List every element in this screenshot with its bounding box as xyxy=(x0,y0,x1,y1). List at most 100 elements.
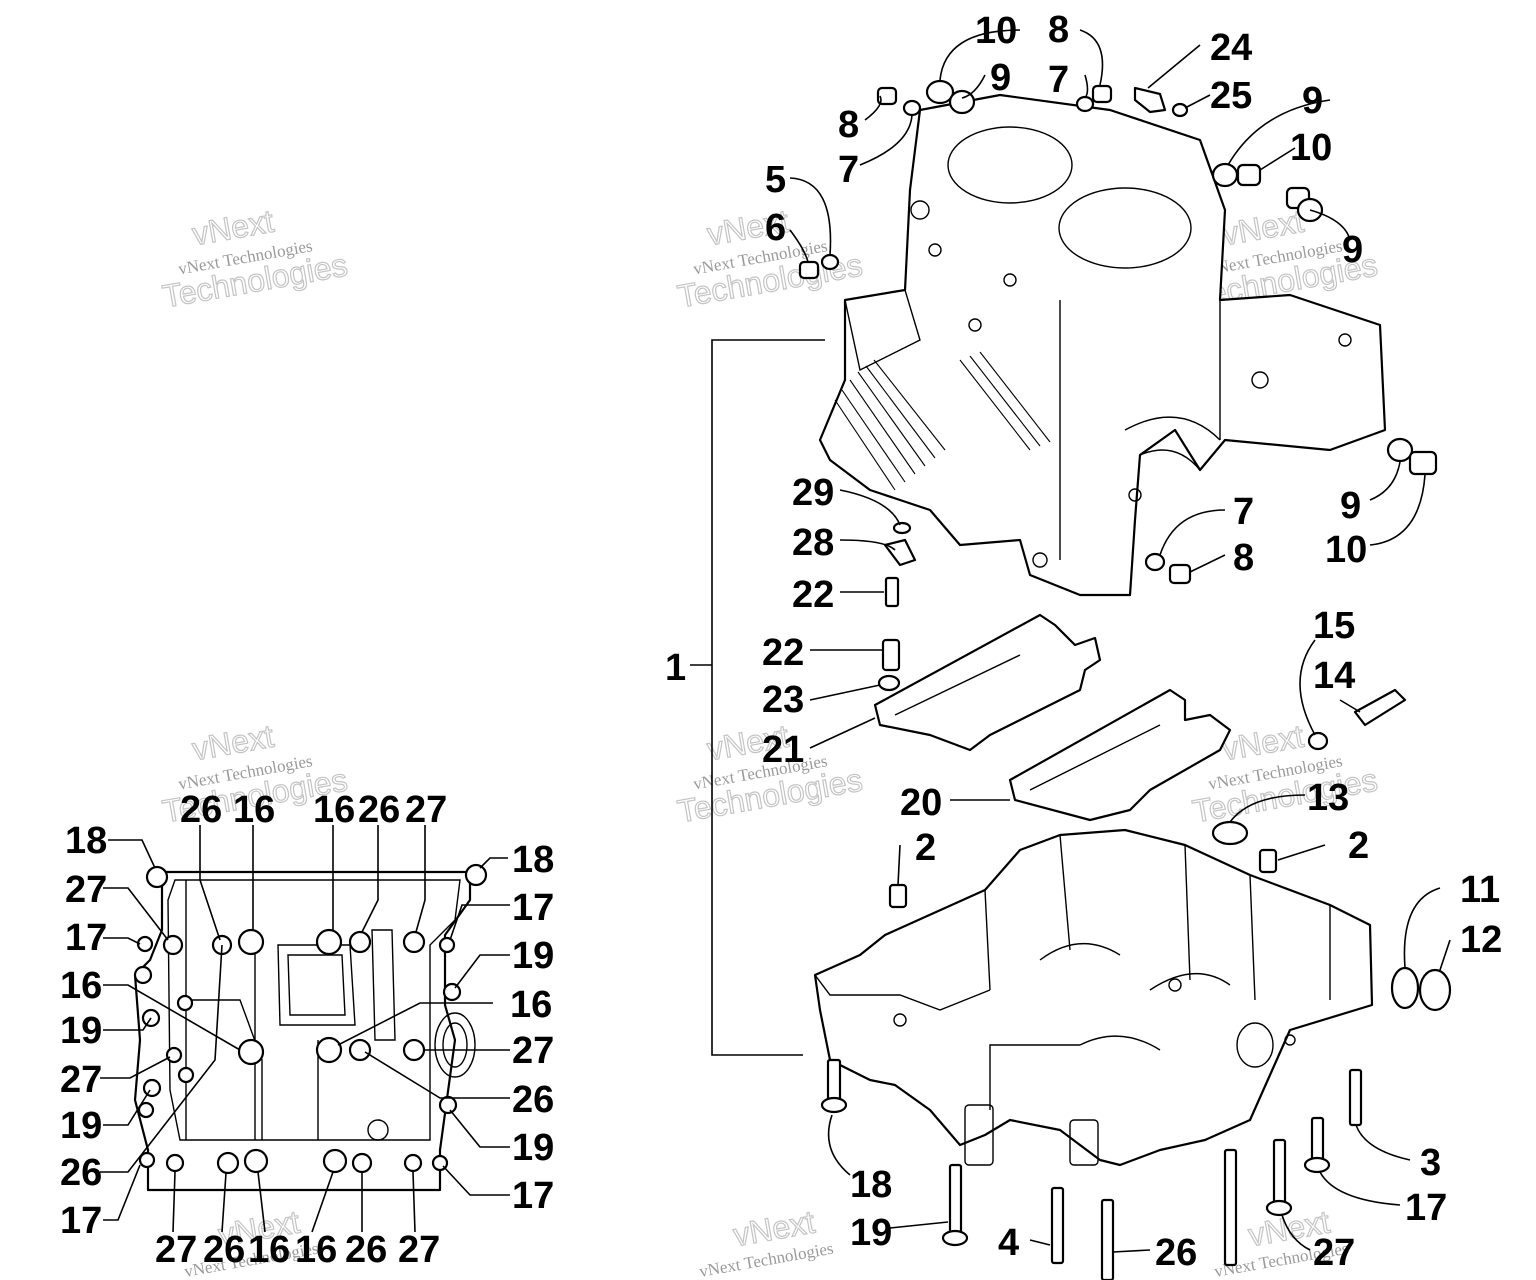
callout-11: 11 xyxy=(1460,869,1500,911)
callout-27: 27 xyxy=(155,1229,197,1271)
clamp-28 xyxy=(883,538,917,567)
callout-5: 5 xyxy=(765,159,786,201)
callout-26: 26 xyxy=(1155,1232,1197,1274)
callout-8: 8 xyxy=(1233,537,1254,579)
fitting-24 xyxy=(1133,86,1167,114)
bolt-22-lower xyxy=(881,638,901,672)
callout-10: 10 xyxy=(1325,529,1367,571)
plug-10-right xyxy=(1236,163,1262,187)
callout-18: 18 xyxy=(850,1164,892,1206)
callout-4: 4 xyxy=(998,1222,1019,1264)
callout-14: 14 xyxy=(1313,655,1355,697)
dowel-2-right xyxy=(1258,848,1278,874)
washer-29 xyxy=(892,521,912,535)
assembly-1-bracket xyxy=(711,339,825,1056)
callout-21: 21 xyxy=(762,729,804,771)
plug-8-top-right xyxy=(1091,84,1113,104)
callout-1: 1 xyxy=(665,647,686,689)
callout-27: 27 xyxy=(512,1030,554,1072)
callout-8: 8 xyxy=(1048,9,1069,51)
callout-labels: 1 2 2 3 4 5 6 7 7 7 8 8 8 9 9 9 9 10 10 … xyxy=(60,9,1502,1274)
watermark-top-center: vNext vNext Technologies Technologies xyxy=(674,202,865,315)
callout-16: 16 xyxy=(233,789,275,831)
washer-9-right xyxy=(1211,162,1239,188)
callout-10: 10 xyxy=(1290,127,1332,169)
callout-9: 9 xyxy=(1340,485,1361,527)
lower-crankcase xyxy=(813,828,1374,1167)
callout-16: 16 xyxy=(510,984,552,1026)
callout-16: 16 xyxy=(60,965,102,1007)
callout-17: 17 xyxy=(60,1200,102,1242)
bolt-19 xyxy=(948,1163,963,1242)
plug-10-side xyxy=(1408,450,1438,476)
washer-7-top xyxy=(902,99,922,117)
bottom-view-leader-lines xyxy=(100,825,510,1233)
callout-27: 27 xyxy=(398,1229,440,1271)
upper-crankcase-cooling-fins xyxy=(834,351,1051,491)
callout-22: 22 xyxy=(762,632,804,674)
bolt-17-head xyxy=(1303,1156,1331,1174)
plug-10-top xyxy=(925,79,955,105)
washer-25 xyxy=(1171,102,1189,118)
callout-16: 16 xyxy=(248,1229,290,1271)
callout-26: 26 xyxy=(60,1152,102,1194)
oil-baffle-plate-20 xyxy=(1008,688,1232,822)
callout-27: 27 xyxy=(65,869,107,911)
plug-12 xyxy=(1418,968,1452,1012)
dowel-2-left xyxy=(888,883,908,909)
callout-26: 26 xyxy=(203,1229,245,1271)
callout-18: 18 xyxy=(65,820,107,862)
washer-23 xyxy=(877,674,901,692)
callout-9: 9 xyxy=(1342,229,1363,271)
callout-26: 26 xyxy=(180,789,222,831)
callout-7: 7 xyxy=(838,149,859,191)
bolt-18-head xyxy=(820,1096,848,1114)
callout-26: 26 xyxy=(358,789,400,831)
bottom-view-bolt-bosses xyxy=(133,863,488,1175)
callout-7: 7 xyxy=(1048,59,1069,101)
callout-10: 10 xyxy=(975,10,1017,52)
callout-9: 9 xyxy=(990,57,1011,99)
callout-17: 17 xyxy=(512,1175,554,1217)
callout-18: 18 xyxy=(512,839,554,881)
leader-lines xyxy=(789,29,1451,1253)
upper-crankcase xyxy=(818,93,1387,597)
bolt-27 xyxy=(1272,1138,1287,1212)
watermark-bottom-center: vNext vNext Technologies xyxy=(698,1203,835,1280)
callout-25: 25 xyxy=(1210,75,1252,117)
washer-11 xyxy=(1390,966,1420,1010)
bolt-6 xyxy=(798,260,820,280)
callout-26: 26 xyxy=(512,1079,554,1121)
callout-19: 19 xyxy=(512,935,554,977)
washer-7-top-right xyxy=(1075,95,1095,113)
bolt-27-long xyxy=(1223,1148,1238,1267)
callout-2: 2 xyxy=(1348,825,1369,867)
plug-8-top xyxy=(876,86,898,106)
callout-28: 28 xyxy=(792,522,834,564)
callout-2: 2 xyxy=(915,827,936,869)
callout-20: 20 xyxy=(900,782,942,824)
callout-15: 15 xyxy=(1313,605,1355,647)
callout-13: 13 xyxy=(1307,777,1349,819)
stud-26 xyxy=(1100,1198,1115,1280)
callout-24: 24 xyxy=(1210,27,1252,69)
callout-17: 17 xyxy=(65,917,107,959)
o-ring-13 xyxy=(1211,820,1249,846)
stud-4 xyxy=(1050,1186,1065,1265)
callout-6: 6 xyxy=(765,207,786,249)
callout-26: 26 xyxy=(345,1229,387,1271)
plug-8-bottom xyxy=(1168,563,1192,585)
bolt-27-head xyxy=(1265,1199,1293,1217)
callout-19: 19 xyxy=(850,1212,892,1254)
fitting-14 xyxy=(1353,688,1407,727)
bolt-22-upper xyxy=(884,576,900,608)
callout-19: 19 xyxy=(512,1127,554,1169)
crankcase-bottom-view xyxy=(100,825,510,1233)
callout-17: 17 xyxy=(1405,1187,1447,1229)
washer-9-side xyxy=(1386,437,1414,463)
callout-19: 19 xyxy=(60,1105,102,1147)
callout-12: 12 xyxy=(1460,919,1502,961)
callout-3: 3 xyxy=(1420,1142,1441,1184)
washer-7-bottom xyxy=(1144,552,1166,572)
washer-5 xyxy=(820,253,840,271)
